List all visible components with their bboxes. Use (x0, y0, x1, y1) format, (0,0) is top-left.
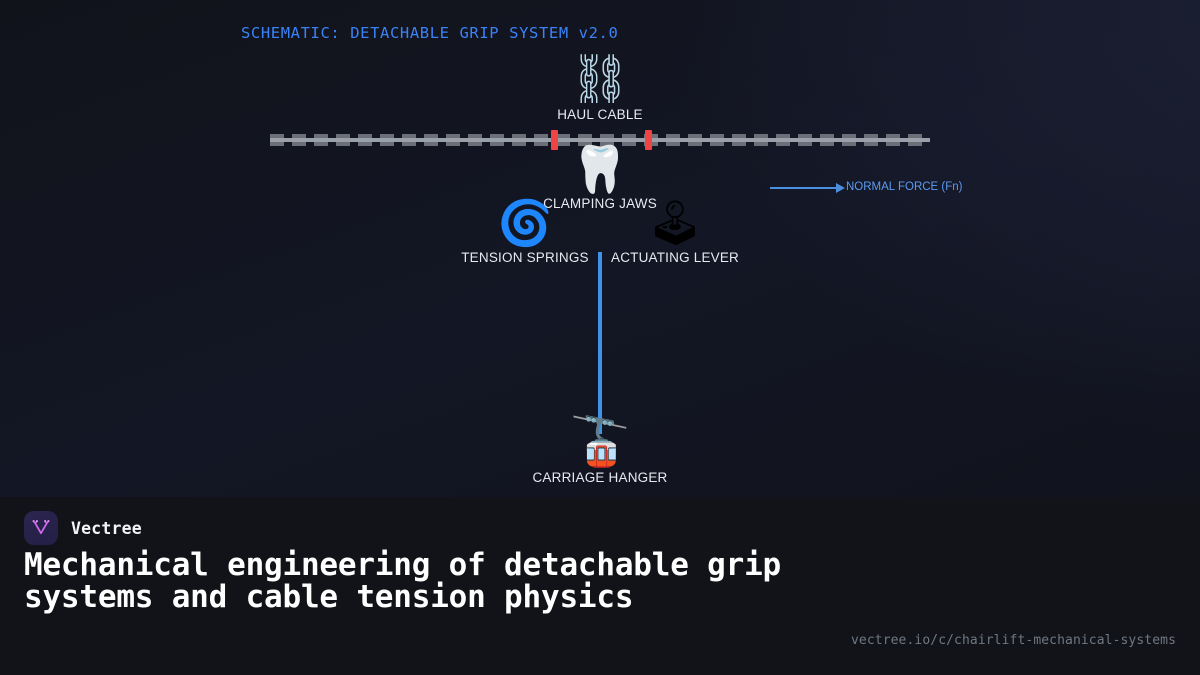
node-haul-cable[interactable]: ⛓ HAUL CABLE (500, 55, 700, 122)
brand-name: Vectree (71, 518, 142, 538)
footer-url: vectree.io/c/chairlift-mechanical-system… (851, 633, 1176, 648)
tooth-icon: 🦷 (571, 142, 629, 196)
force-arrow-line (770, 187, 836, 189)
arrow-head-icon (836, 183, 845, 193)
force-label: NORMAL FORCE (Fn) (846, 181, 963, 193)
node-label-clamping-jaws: CLAMPING JAWS (543, 196, 657, 211)
node-label-tension-springs: TENSION SPRINGS (461, 250, 589, 265)
chains-icon: ⛓ (569, 51, 631, 107)
headline: Mechanical engineering of detachable gri… (24, 547, 782, 615)
joystick-icon: 🕹 (647, 198, 703, 249)
node-carriage-hanger[interactable]: 🚡 CARRIAGE HANGER (500, 418, 700, 485)
vectree-logo (24, 511, 58, 545)
node-label-haul-cable: HAUL CABLE (557, 107, 643, 122)
cable-core (270, 138, 930, 142)
haul-cable-line (270, 130, 930, 150)
footer-panel: Vectree Mechanical engineering of detach… (0, 497, 1200, 675)
node-tension-springs[interactable]: 🌀 TENSION SPRINGS (440, 198, 610, 266)
hanger-connector-line (598, 252, 602, 434)
schematic-diagram: SCHEMATIC: DETACHABLE GRIP SYSTEM v2.0 ⛓… (241, 24, 963, 485)
cable-marker-right (645, 130, 652, 150)
spiral-icon: 🌀 (497, 198, 553, 249)
node-label-carriage-hanger: CARRIAGE HANGER (532, 470, 668, 485)
node-clamping-jaws[interactable]: 🦷 CLAMPING JAWS (500, 146, 700, 211)
schematic-title: SCHEMATIC: DETACHABLE GRIP SYSTEM v2.0 (241, 24, 619, 42)
node-label-actuating-lever: ACTUATING LEVER (610, 250, 740, 265)
node-actuating-lever[interactable]: 🕹 ACTUATING LEVER (590, 198, 760, 266)
brand-row[interactable]: Vectree (24, 511, 142, 545)
cable-marker-left (551, 130, 558, 150)
aerial-tramway-icon: 🚡 (570, 414, 630, 470)
